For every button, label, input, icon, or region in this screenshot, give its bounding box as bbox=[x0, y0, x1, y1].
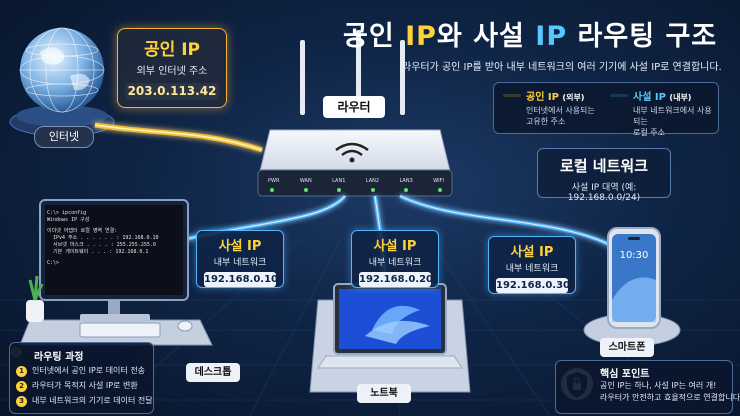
private-ip-card-desktop: 사설 IP 내부 네트워크 192.168.0.10 bbox=[196, 230, 284, 288]
private-ip-address: 192.168.0.30 bbox=[496, 278, 571, 293]
key-point-text: 공인 IP는 하나, 사설 IP는 여러 개! 라우터가 안전하고 효율적으로 … bbox=[600, 381, 740, 402]
router-port-label: LAN2 bbox=[365, 178, 380, 184]
router-ports: PWR WAN LAN1 LAN2 LAN3 WIFI bbox=[268, 178, 444, 184]
router-port-label: LAN1 bbox=[332, 178, 346, 184]
smartphone-device bbox=[583, 227, 681, 347]
private-ip-address: 192.168.0.10 bbox=[204, 272, 279, 287]
router-leds bbox=[270, 188, 442, 192]
routing-process-title: 라우팅 과정 bbox=[34, 352, 84, 363]
phone-clock: 10:30 bbox=[619, 250, 649, 261]
page-title: 공인 IP와 사설 IP 라우팅 구조 bbox=[343, 21, 718, 52]
device-label-smartphone: 스마트폰 bbox=[600, 338, 654, 357]
private-ip-address: 192.168.0.20 bbox=[359, 272, 434, 287]
desktop-device bbox=[19, 199, 213, 346]
local-network-title: 로컬 네트워크 bbox=[559, 157, 649, 175]
desktop-command-output: C:\> ipconfig Windows IP 구성 이더넷 어댑터 로컬 영… bbox=[47, 210, 159, 266]
internet-globe bbox=[9, 27, 115, 137]
device-label-desktop: 데스크톱 bbox=[186, 363, 240, 382]
private-ip-card-laptop: 사설 IP 내부 네트워크 192.168.0.20 bbox=[351, 230, 439, 288]
device-label-laptop: 노트북 bbox=[357, 384, 411, 403]
private-ip-card-smartphone: 사설 IP 내부 네트워크 192.168.0.30 bbox=[488, 236, 576, 294]
router-port-label: WAN bbox=[299, 178, 312, 184]
local-network-card: 로컬 네트워크 사설 IP 대역 (예: 192.168.0.0/24) bbox=[537, 148, 671, 203]
internet-label: 인터넷 bbox=[34, 126, 94, 148]
public-ip-address: 203.0.113.42 bbox=[125, 83, 219, 100]
public-ip-subtitle: 외부 인터넷 주소 bbox=[136, 66, 208, 77]
public-ip-title: 공인 IP bbox=[144, 40, 200, 60]
key-point-title: 핵심 포인트 bbox=[600, 369, 650, 380]
router-label: 라우터 bbox=[323, 96, 385, 118]
router-port-label: PWR bbox=[268, 178, 280, 184]
laptop-device bbox=[309, 283, 471, 393]
public-ip-card: 공인 IP 외부 인터넷 주소 203.0.113.42 bbox=[117, 28, 227, 108]
local-network-range: 사설 IP 대역 (예: 192.168.0.0/24) bbox=[567, 183, 641, 203]
page-subtitle: 라우터가 공인 IP를 받아 내부 네트워크의 여러 기기에 사설 IP로 연결… bbox=[402, 62, 722, 73]
router-port-label: LAN3 bbox=[399, 178, 413, 184]
router-port-label: WIFI bbox=[433, 178, 444, 184]
key-point-box: 핵심 포인트 공인 IP는 하나, 사설 IP는 여러 개! 라우터가 안전하고… bbox=[555, 360, 740, 414]
public-ip-link bbox=[94, 122, 263, 153]
